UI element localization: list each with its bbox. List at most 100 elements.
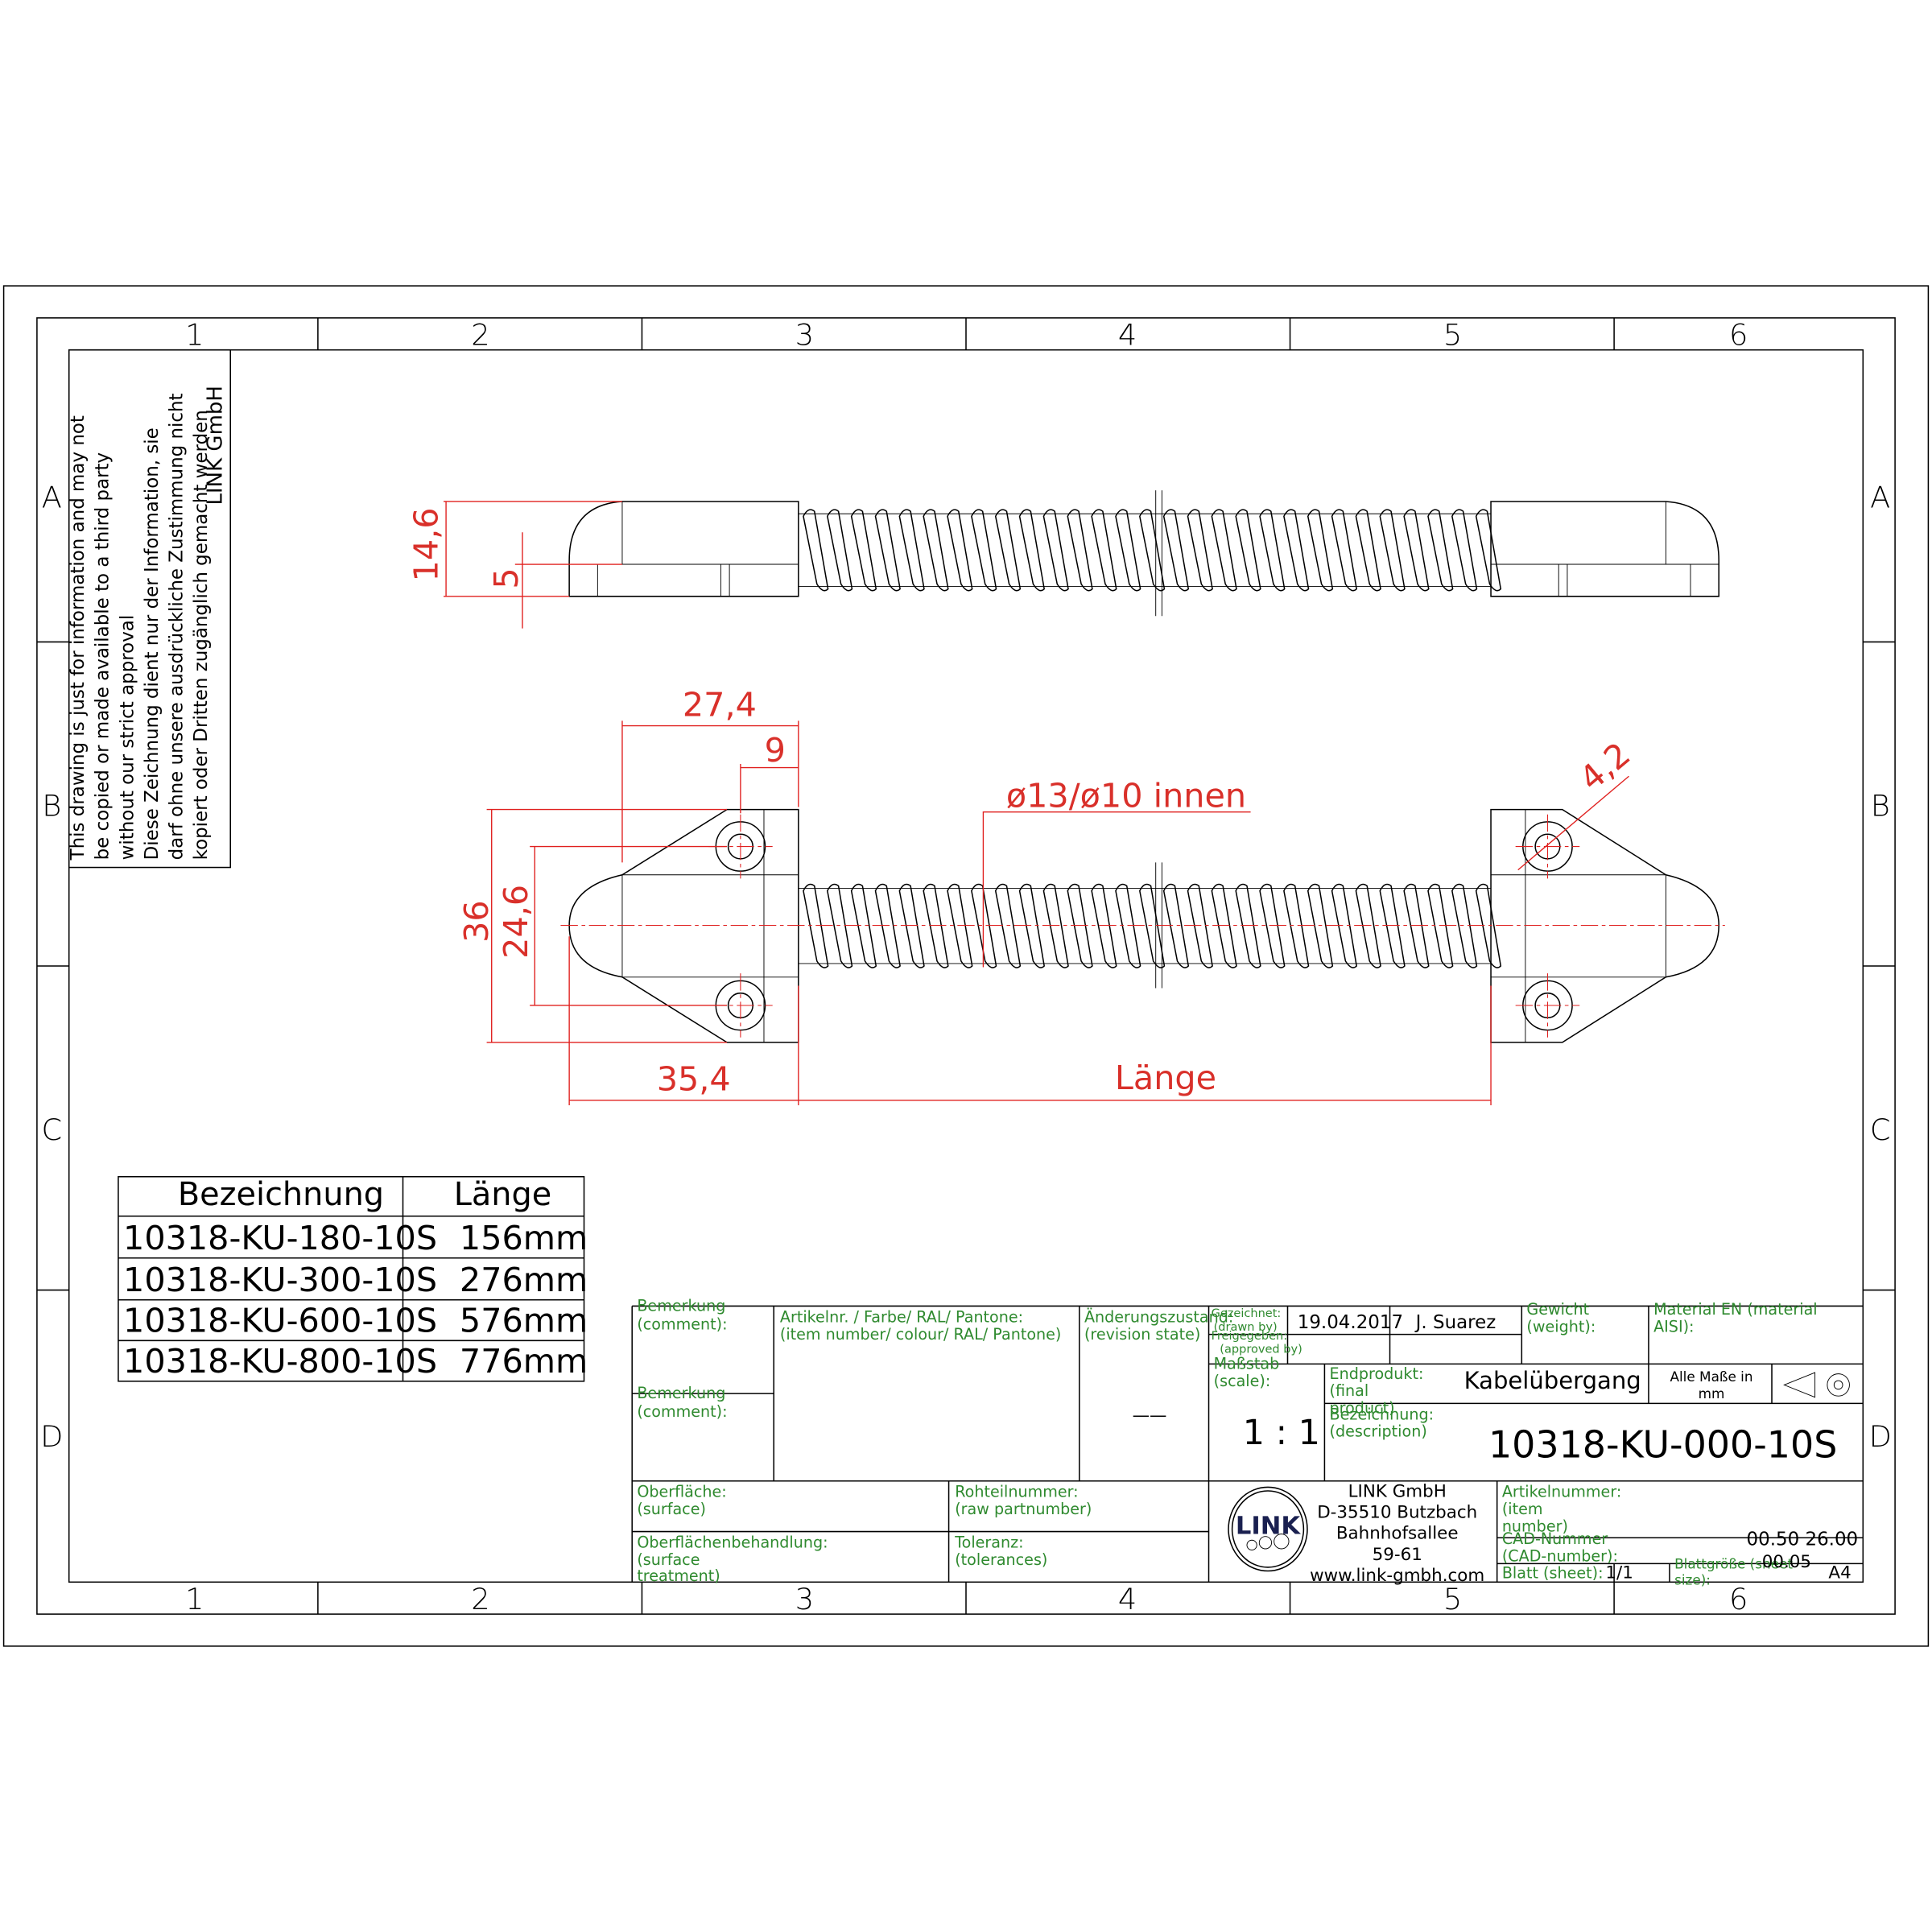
spring-coil [947,509,973,592]
label-article-en: (item number/ colour/ RAL/ Pantone) [780,1325,1062,1344]
label-treatment: Oberflächenbehandlung: [637,1533,828,1551]
spring-coil [1331,883,1358,968]
table-cell: 276mm [460,1261,588,1299]
label-item-number-en2: number) [1502,1517,1568,1536]
spring-coil [1211,883,1237,968]
spring-coil [1235,883,1261,968]
link-logo: LINK [1228,1486,1308,1572]
spring-coil [1211,509,1237,592]
label-treatment-en2: treatment) [637,1567,720,1585]
spring-coil [1283,509,1310,592]
front-view [560,808,1725,1043]
spring-coil [898,883,925,968]
spring-coil [1018,883,1046,968]
dim-length: Länge [1115,1059,1216,1097]
disclaimer-line: without our strict approval [117,615,138,861]
spring-coil [923,509,949,592]
spring-coil [1427,883,1454,968]
col-label: 2 [471,1582,489,1616]
spring-coil [1451,509,1478,592]
label-comment: Bemerkung [637,1384,725,1402]
dim-end-length: 35,4 [657,1060,731,1099]
size-value: A4 [1828,1563,1851,1583]
variants-table: Bezeichnung Länge 10318-KU-180-10S 156mm… [118,1176,588,1382]
spring-coil [1283,883,1310,968]
col-label: 1 [185,318,204,353]
label-description-en: (description) [1330,1422,1427,1441]
label-drawn-en: (drawn by) [1214,1321,1278,1334]
cad-value: 00.50 26.00 [1747,1529,1859,1550]
spring-coil [1427,509,1454,592]
spring-coil [1091,883,1117,968]
spring-coil [827,509,853,592]
spring-coil [971,883,997,968]
spring-coil [1187,509,1213,592]
label-approved: Freigegeben: [1212,1330,1288,1343]
label-approved-en: (approved by) [1220,1344,1302,1356]
spring-coil [1259,509,1286,592]
disclaimer-line: be copied or made available to a third p… [93,452,114,861]
col-label: 6 [1729,1582,1748,1616]
label-scale-en: (scale): [1214,1372,1271,1390]
table-cell: 776mm [460,1342,588,1381]
dimensions: 14,6 5 27,4 9 ø13/ø10 innen 4,2 36 24,6 … [407,501,1637,1105]
col-label: 1 [185,1582,204,1616]
spring-coil [1139,509,1166,592]
label-surface-en: (surface) [637,1500,706,1518]
col-label: 5 [1443,1582,1462,1616]
table-cell: 576mm [460,1302,588,1340]
description-value: 10318-KU-000-10S [1488,1423,1837,1467]
spring-coil [1379,883,1406,968]
dim-diameter: ø13/ø10 innen [1006,777,1246,815]
outer-border [2,285,1930,1647]
spring-coil [1475,883,1502,968]
label-treatment-en: (surface [637,1550,700,1569]
label-cad: CAD-Nummer [1502,1530,1608,1548]
spring-coil [874,883,901,968]
spring-outline [798,513,1492,588]
drawn-date: 19.04.2017 [1298,1312,1403,1333]
company-number: 59-61 [1373,1545,1422,1565]
spring-coil [1403,509,1430,592]
label-item-number: Artikelnummer: [1502,1483,1621,1501]
spring-coil [1162,883,1190,968]
units-note: mm [1699,1385,1725,1402]
spring-coil [1331,509,1358,592]
spring-coil [923,883,949,968]
label-tolerance: Toleranz: [954,1533,1023,1551]
spring-coil [971,509,997,592]
col-label: 4 [1118,1582,1137,1616]
dim-hole-offset: 9 [765,731,786,770]
spring-coil [803,509,829,592]
spring-coil [1162,509,1190,592]
table-cell: 10318-KU-600-10S [123,1302,437,1340]
scale-value: 1 : 1 [1243,1413,1320,1453]
spring-coil [898,509,925,592]
title-block: Bemerkung (comment): Bemerkung (comment)… [631,1297,1864,1587]
spring-coil [1379,509,1406,592]
row-label: C [1870,1113,1891,1147]
label-material-en: AISI): [1653,1318,1694,1336]
units-note: Alle Maße in [1670,1368,1752,1385]
spring-coil [1475,509,1502,592]
row-label: D [1869,1419,1892,1454]
col-label: 6 [1729,318,1748,353]
label-revision-en: (revision state) [1084,1325,1200,1344]
col-label: 4 [1118,318,1137,353]
spring-coil [850,509,877,592]
spring-top [798,509,1502,592]
dim-hole-diameter: 4,2 [1572,735,1637,799]
disclaimer-company: LINK GmbH [204,386,228,506]
label-comment-en: (comment): [637,1315,727,1334]
company-website[interactable]: www.link-gmbh.com [1310,1566,1484,1586]
spring-coil [1307,883,1334,968]
label-endproduct: Endprodukt: [1330,1364,1424,1383]
company-name: LINK GmbH [1348,1482,1447,1502]
dim-height-top: 14,6 [407,507,445,581]
grid-labels: 1 2 3 4 5 6 1 2 3 4 5 6 A B C D A B C D [40,318,1892,1616]
spring-front [798,883,1502,968]
row-label: A [42,481,62,515]
disclaimer-line: darf ohne unsere ausdrückliche Zustimmun… [167,393,188,860]
col-label: 3 [795,318,814,353]
